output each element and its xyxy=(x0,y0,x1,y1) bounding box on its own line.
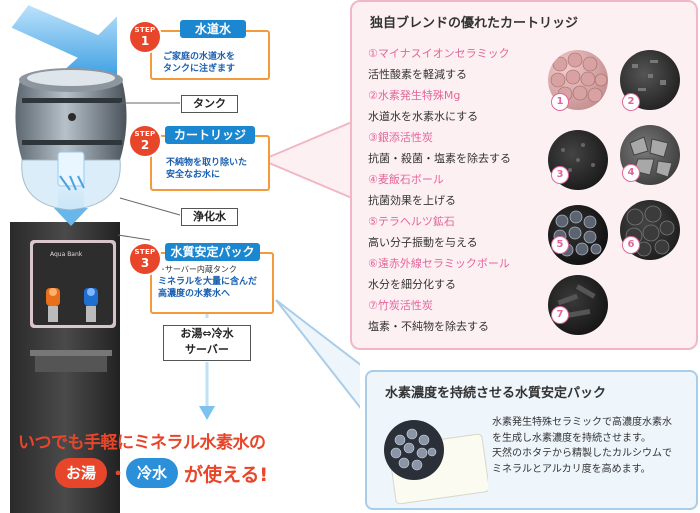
cold-water-pill: 冷水 xyxy=(126,458,178,488)
stone-number-2: 2 xyxy=(622,93,640,111)
cartridge-item-4-desc: 抗菌効果を上げる xyxy=(368,194,456,207)
step2-title: カートリッジ xyxy=(165,126,255,144)
hot-water-pill: お湯 xyxy=(55,458,107,488)
pack-description: 水素発生特殊セラミックで高濃度水素水 を生成し水素濃度を持続させます。 天然のホ… xyxy=(492,417,672,475)
step3-subtext: ･サーバー内蔵タンク xyxy=(161,265,237,274)
step3-title: 水質安定パック xyxy=(165,243,260,261)
server-label: お湯⇔冷水サーバー xyxy=(163,325,251,361)
cartridge-item-4-name: ④麦飯石ボール xyxy=(368,173,444,186)
cartridge-panel-title: 独自ブレンドの優れたカートリッジ xyxy=(370,16,579,31)
cartridge-item-7-name: ⑦竹炭活性炭 xyxy=(368,299,433,312)
step1-text: ご家庭の水道水をタンクに注ぎます xyxy=(163,52,236,74)
step1-title: 水道水 xyxy=(180,20,246,38)
cartridge-item-5-name: ⑤テラヘルツ鉱石 xyxy=(368,215,455,228)
stone-number-6: 6 xyxy=(622,236,640,254)
cartridge-item-6-name: ⑥遠赤外線セラミックボール xyxy=(368,257,510,270)
stone-number-7: 7 xyxy=(551,306,569,324)
cartridge-item-5-desc: 高い分子振動を与える xyxy=(368,236,478,249)
stone-7-image xyxy=(548,275,608,335)
water-dispenser-illustration: Aqua Bank xyxy=(8,2,360,513)
inflow-arrow xyxy=(8,2,119,79)
cartridge-item-6-desc: 水分を細分化する xyxy=(368,278,456,291)
purified-water-label: 浄化水 xyxy=(181,208,238,226)
stone-number-5: 5 xyxy=(551,236,569,254)
cartridge-item-1-name: ①マイナスイオンセラミック xyxy=(368,47,510,60)
step2-text: 不純物を取り除いた安全なお水に xyxy=(166,158,248,180)
slogan-separator: ・ xyxy=(109,464,127,485)
step2-box xyxy=(150,135,270,191)
cartridge-item-1-desc: 活性酸素を軽減する xyxy=(368,68,467,81)
slogan-line: いつでも手軽にミネラル水素水の xyxy=(18,433,266,453)
pack-panel-title: 水素濃度を持続させる水質安定パック xyxy=(385,386,607,401)
stone-number-4: 4 xyxy=(622,164,640,182)
brand-logo: Aqua Bank xyxy=(50,251,83,258)
drip-tray xyxy=(30,350,112,356)
cartridge-item-2-name: ②水素発生特殊Mg xyxy=(368,89,461,102)
stone-number-3: 3 xyxy=(551,166,569,184)
step1-box xyxy=(150,30,270,80)
stability-pack-image xyxy=(384,420,488,505)
cartridge-icon xyxy=(57,151,85,187)
cartridge-item-7-desc: 塩素・不純物を除去する xyxy=(368,320,489,333)
step3-text: ミネラルを大量に含んだ高濃度の水素水へ xyxy=(158,277,258,299)
cartridge-item-3-name: ③銀添活性炭 xyxy=(368,131,433,144)
stone-number-1: 1 xyxy=(551,93,569,111)
slogan-tail: が使える! xyxy=(184,464,269,486)
cartridge-item-2-desc: 水道水を水素水にする xyxy=(368,110,479,123)
stone-5-image xyxy=(548,205,608,265)
tank-label: タンク xyxy=(181,95,238,113)
cartridge-item-3-desc: 抗菌・殺菌・塩素を除去する xyxy=(368,152,511,165)
